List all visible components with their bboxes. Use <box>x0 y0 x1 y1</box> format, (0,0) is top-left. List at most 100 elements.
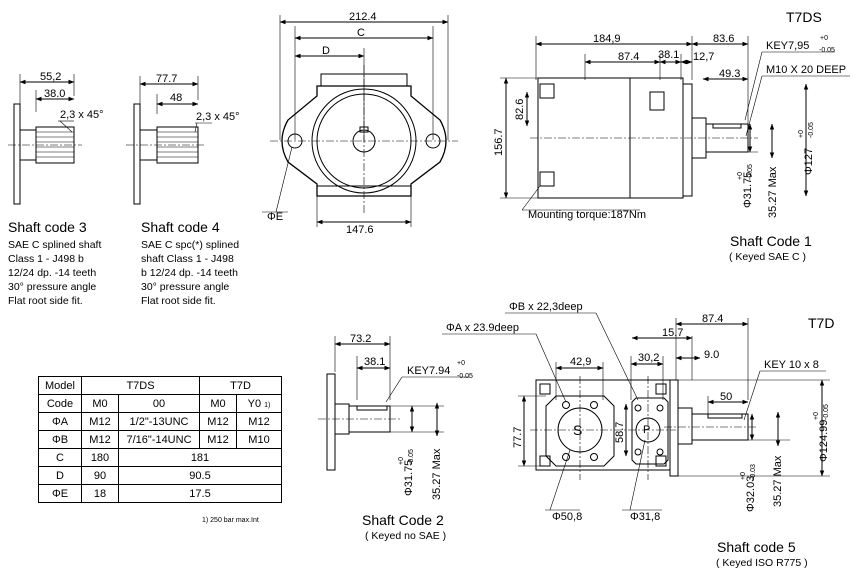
shaft-code-2-title: Shaft Code 2 <box>362 512 444 528</box>
table-cell: 1/2"-13UNC <box>118 412 200 431</box>
shaft3-spline-dim: 38.0 <box>44 88 65 100</box>
t7ds-key-tol-up: +0 <box>820 35 828 42</box>
front-d-dim: D <box>322 45 330 57</box>
shaft-code-4-line-1: SAE C spc(*) splined <box>141 239 239 251</box>
table-cell: D <box>38 466 82 485</box>
t7ds-side-view-drawing: T7DS 184,9 83.6 87.4 38.1 12,7 49.3 KEY7… <box>493 9 850 221</box>
t7ds-inner-dim: 82.6 <box>514 99 526 120</box>
code-y0: Y0 <box>247 397 262 410</box>
table-cell: M12 <box>236 412 282 431</box>
ports-w1: 42,9 <box>570 356 591 368</box>
table-cell: C <box>38 448 82 467</box>
t7ds-dim-a: 184,9 <box>593 33 621 45</box>
table-cell: M10 <box>236 430 282 449</box>
ports-d2: Φ31,8 <box>630 511 660 523</box>
table-cell: 90.5 <box>118 466 282 485</box>
front-hole-dim: ΦE <box>267 211 283 223</box>
table-cell: Model <box>38 376 82 395</box>
t7ds-torque-note: Mounting torque:187Nm <box>528 209 646 221</box>
table-cell: M0 <box>199 394 237 413</box>
shaft-code-4-line-2: shaft Class 1 - J498 <box>141 253 234 265</box>
ports-w2: 30,2 <box>638 352 659 364</box>
t7ds-key: KEY7,95 <box>766 40 809 52</box>
shaft-code-2-sub: ( Keyed no SAE ) <box>365 530 446 542</box>
table-row: C 180 181 <box>38 448 282 467</box>
t7d-side-view-drawing: T7D 15.7 87.4 9.0 KEY 10 x 8 50 Φ32.03 +… <box>631 313 834 512</box>
shaft-code-3-line-1: SAE C splined shaft <box>8 239 101 251</box>
t7d-label: T7D <box>808 315 834 331</box>
table-cell: 17.5 <box>118 484 282 503</box>
shaft-code-3-drawing: 55,2 38.0 2,3 x 45° <box>8 71 104 205</box>
t7ds-dim-e: 12,7 <box>693 51 714 63</box>
table-cell: 18 <box>81 484 119 503</box>
table-row: Code M0 00 M0 Y0 1) <box>38 394 282 413</box>
table-row: ΦB M12 7/16"-14UNC M12 M10 <box>38 430 282 449</box>
t7d-shaft-d: Φ32.03 <box>745 476 757 512</box>
ports-phi-b: ΦB x 22,3deep <box>509 301 583 313</box>
shaft-code-5-title: Shaft code 5 <box>717 539 796 555</box>
shaft-code-1-title: Shaft Code 1 <box>730 233 812 249</box>
table-cell: 7/16"-14UNC <box>118 430 200 449</box>
t7d-pilot-d: Φ124.99 <box>818 420 830 462</box>
t7ds-dim-c: 87.4 <box>618 51 639 63</box>
ports-view-drawing: ΦB x 22,3deep ΦA x 23.9deep 42,9 30,2 S … <box>442 301 676 523</box>
t7ds-pilot-tol-low: -0.05 <box>808 122 815 138</box>
t7d-dim-b: 87.4 <box>702 313 723 325</box>
shaft-code-4-line-3: b 12/24 dp. -14 teeth <box>141 267 238 279</box>
shaft-code-4-drawing: 77.7 48 2,3 x 45° <box>126 73 240 205</box>
ports-d1: Φ50,8 <box>552 511 582 523</box>
table-cell: Code <box>38 394 82 413</box>
shaft2-shaft-d: Φ31.75 <box>403 460 415 496</box>
table-cell: 181 <box>118 448 282 467</box>
t7d-pilot-tol-low: -0.05 <box>823 404 830 420</box>
shaft2-overall-dim: 73.2 <box>350 333 371 345</box>
shaft2-shaft-tol-low: -0.05 <box>408 449 415 465</box>
table-cell: T7DS <box>81 376 200 395</box>
shaft-code-4-line-5: Flat root side fit. <box>141 295 216 307</box>
table-cell: M12 <box>81 430 119 449</box>
shaft-code-3-line-2: Class 1 - J498 b <box>8 253 84 265</box>
ports-h1: 77.7 <box>512 427 524 448</box>
t7ds-label: T7DS <box>786 9 822 25</box>
table-cell: M12 <box>199 412 237 431</box>
shaft-code-4-line-4: 30° pressure angle <box>141 281 229 293</box>
t7d-dim-a: 15.7 <box>662 327 683 339</box>
ports-h2: 58.7 <box>614 422 626 443</box>
shaft3-overall-dim: 55,2 <box>40 71 61 83</box>
t7ds-height-dim: 156.7 <box>493 128 505 156</box>
table-cell: 00 <box>118 394 200 413</box>
table-cell: ΦE <box>38 484 82 503</box>
table-cell: M12 <box>199 430 237 449</box>
t7ds-dim-d: 38.1 <box>658 49 679 61</box>
table-cell: M0 <box>81 394 119 413</box>
t7ds-dim-b: 83.6 <box>713 33 734 45</box>
table-cell: ΦA <box>38 412 82 431</box>
shaft4-chamfer-dim: 2,3 x 45° <box>196 111 240 123</box>
shaft2-key-len-dim: 38.1 <box>364 356 385 368</box>
shaft2-key-tol-low: -0.05 <box>457 373 473 380</box>
shaft-code-3-title: Shaft code 3 <box>8 219 87 235</box>
shaft2-max-dim: 35.27 Max <box>431 448 443 500</box>
t7d-dim-c: 9.0 <box>704 349 719 361</box>
shaft4-overall-dim: 77.7 <box>156 73 177 85</box>
front-width-dim: 212.4 <box>349 11 377 23</box>
table-cell: 90 <box>81 466 119 485</box>
shaft2-shaft-tol-up: +0 <box>398 457 405 465</box>
t7d-key: KEY 10 x 8 <box>764 359 819 371</box>
code-y0-footnote-mark: 1) <box>264 401 271 409</box>
shaft-code-3-line-3: 12/24 dp. -14 teeth <box>8 267 96 279</box>
t7d-len: 50 <box>720 391 732 403</box>
t7d-pilot-tol-up: +0 <box>813 412 820 420</box>
front-c-dim: C <box>357 27 365 39</box>
shaft-code-4-title: Shaft code 4 <box>141 219 220 235</box>
t7ds-max-dim: 35.27 Max <box>767 166 779 218</box>
front-view-drawing: 212.4 C D 147.6 ΦE <box>262 11 458 236</box>
ports-phi-a: ΦA x 23.9deep <box>446 322 519 334</box>
t7ds-shaft-tol-low: -0.05 <box>747 164 754 180</box>
table-cell: T7D <box>199 376 282 395</box>
table-cell: Y0 1) <box>236 394 282 413</box>
table-row: Model T7DS T7D <box>38 376 282 395</box>
table-cell: M12 <box>81 412 119 431</box>
shaft2-key-tol-up: +0 <box>457 360 465 367</box>
